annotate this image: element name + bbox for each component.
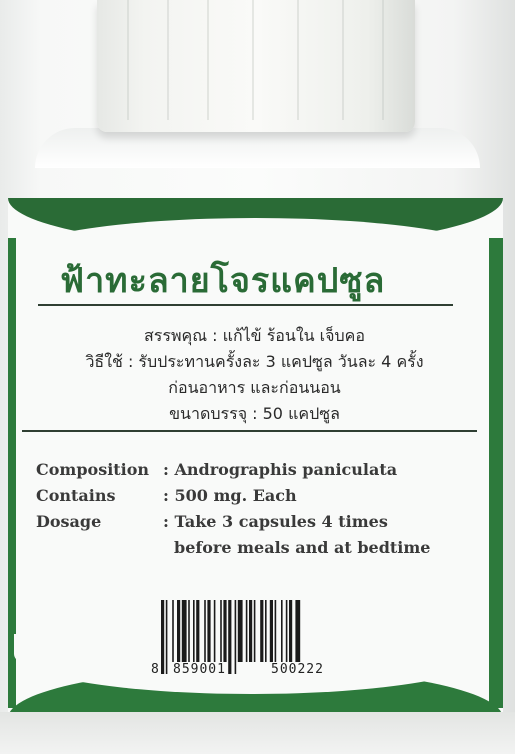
section-divider — [22, 430, 477, 432]
barcode-bar — [269, 600, 273, 662]
barcode-bar — [234, 600, 237, 674]
label-white-area — [8, 218, 503, 288]
dosage-value-line-1: : Take 3 capsules 4 times — [163, 512, 388, 531]
barcode-right-group: 500222 — [271, 662, 324, 677]
barcode-bar — [237, 600, 243, 662]
title-divider — [38, 304, 453, 306]
cap-rib — [252, 0, 254, 120]
cap-rib — [207, 0, 209, 120]
barcode-bar — [249, 600, 253, 662]
thai-package-size-line: ขนาดบรรจุ : 50 แคปซูล — [169, 404, 340, 423]
cap-rib — [342, 0, 344, 120]
barcode-bar — [196, 600, 200, 662]
barcode-bar — [281, 600, 283, 662]
barcode-bar — [172, 600, 174, 662]
barcode-bar — [204, 600, 206, 662]
barcode-bar — [245, 600, 248, 662]
dosage-value-line-2: before meals and at bedtime — [174, 538, 431, 557]
dosage-label: Dosage — [36, 512, 102, 531]
cap-rib — [127, 0, 129, 120]
bottle-shoulder — [35, 128, 480, 168]
barcode-bar — [213, 600, 216, 662]
thai-usage-line-2: ก่อนอาหาร และก่อนนอน — [168, 378, 341, 397]
product-title: ฟ้าทะลายโจรแคปซูล — [60, 261, 386, 301]
barcode-bar — [274, 600, 277, 662]
barcode-bar — [165, 600, 168, 674]
barcode-bar — [220, 600, 222, 662]
barcode-bar — [295, 600, 301, 674]
composition-value: : Andrographis paniculata — [163, 460, 398, 479]
cap-rib — [167, 0, 169, 120]
barcode-bar — [285, 600, 288, 662]
barcode-bar — [223, 600, 227, 662]
bottle-cap — [97, 0, 415, 132]
barcode-bar — [193, 600, 195, 662]
barcode-bar — [188, 600, 190, 662]
composition-label: Composition — [36, 460, 150, 479]
barcode-bar — [289, 600, 293, 662]
contains-label: Contains — [36, 486, 116, 505]
product-label: ฟ้าทะลายโจรแคปซูล สรรพคุณ : แก้ไข้ ร้อนใ… — [8, 198, 503, 718]
barcode-bar — [161, 600, 165, 674]
surface-shadow — [0, 712, 515, 754]
cap-rib — [382, 0, 384, 120]
thai-usage-line: วิธีใช้ : รับประทานครั้งละ 3 แคปซูล วันล… — [85, 352, 424, 371]
barcode-bar — [265, 600, 267, 662]
barcode-bar — [207, 600, 211, 662]
barcode-bar — [253, 600, 256, 662]
barcode-bars — [161, 600, 301, 674]
barcode-bar — [260, 600, 264, 662]
label-green-right-edge — [489, 238, 503, 708]
thai-benefits-line: สรรพคุณ : แก้ไข้ ร้อนใน เจ็บคอ — [144, 326, 365, 345]
contains-value: : 500 mg. Each — [163, 486, 297, 505]
cap-rib — [297, 0, 299, 120]
barcode: 8 859001 500222 — [151, 600, 363, 690]
barcode-bar — [177, 600, 181, 662]
barcode-left-group: 859001 — [173, 662, 226, 677]
barcode-bar — [228, 600, 232, 674]
barcode-first-digit: 8 — [151, 662, 159, 677]
barcode-bar — [181, 600, 187, 662]
label-green-left-edge — [8, 238, 16, 708]
